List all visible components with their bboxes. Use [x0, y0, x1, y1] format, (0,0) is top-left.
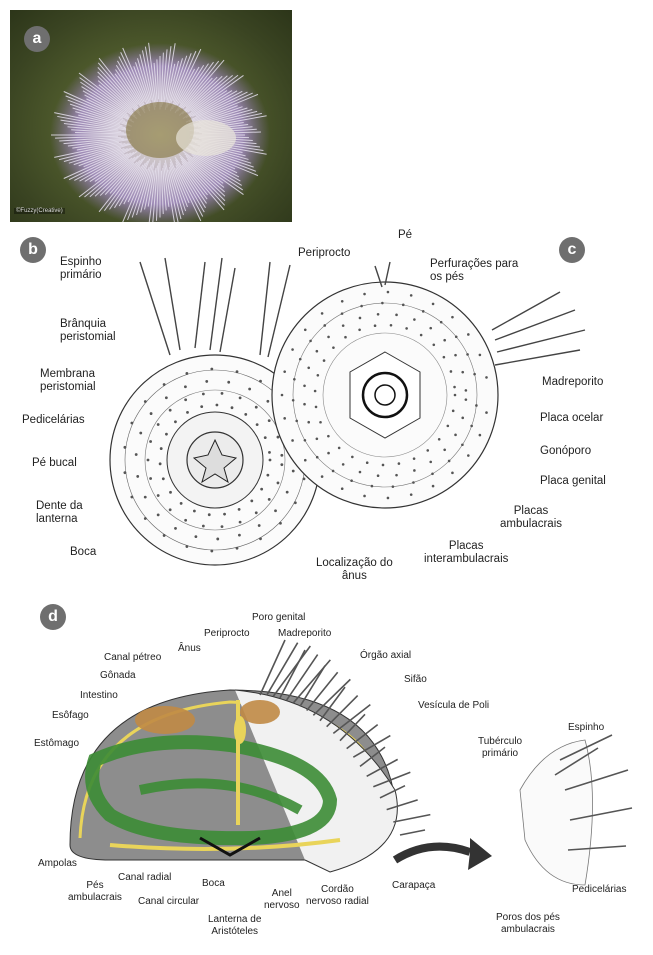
- label-espinho-primario: Espinho primário: [60, 256, 102, 281]
- label-gonoporo: Gonóporo: [540, 445, 592, 457]
- photo-credit: ©Fuzzy(Creative): [14, 208, 65, 214]
- internal-anatomy-drawing: [69, 639, 633, 886]
- label-pes-ambulacrais: Pés ambulacrais: [68, 880, 122, 903]
- label-periprocto-d: Periprocto: [204, 628, 250, 639]
- label-dente-lanterna: Dente da lanterna: [36, 500, 83, 525]
- label-canal-radial: Canal radial: [118, 872, 172, 883]
- label-madreporito-c: Madreporito: [542, 376, 604, 388]
- label-boca-d: Boca: [202, 878, 225, 889]
- label-tuberculo: Tubérculo primário: [478, 736, 523, 759]
- label-ampolas: Ampolas: [38, 858, 77, 869]
- label-canal-circular: Canal circular: [138, 896, 200, 907]
- label-perfuracoes: Perfurações para os pés: [430, 258, 519, 283]
- label-estomago: Estômago: [34, 738, 80, 749]
- panel-label-b: b: [20, 237, 46, 263]
- label-canal-petreo: Canal pétreo: [104, 652, 162, 663]
- label-poros-pes: Poros dos pés ambulacrais: [496, 912, 560, 935]
- sea-urchin-photo: [10, 10, 292, 222]
- aboral-view-drawing: [271, 261, 586, 509]
- label-espinho: Espinho: [568, 722, 605, 733]
- label-placa-ocelar: Placa ocelar: [540, 412, 604, 424]
- label-madreporito-d: Madreporito: [278, 628, 332, 639]
- label-placa-genital: Placa genital: [540, 475, 606, 487]
- label-orgao-axial: Órgão axial: [360, 650, 412, 661]
- label-anus: Ânus: [178, 643, 201, 654]
- label-pedicelarias-d: Pedicelárias: [572, 884, 627, 895]
- label-poro-genital: Poro genital: [252, 612, 306, 623]
- label-placas-ambulacrais: Placas ambulacrais: [500, 505, 562, 530]
- panel-label-c: c: [559, 237, 585, 263]
- label-cordao-nervoso: Cordão nervoso radial: [306, 884, 369, 907]
- label-esofago: Esôfago: [52, 710, 89, 721]
- panel-label-d: d: [40, 604, 66, 630]
- label-placas-interambulacrais: Placas interambulacrais: [424, 540, 509, 565]
- label-localizacao-anus: Localização do ânus: [316, 557, 393, 582]
- label-carapaca: Carapaça: [392, 880, 436, 891]
- label-periprocto-b: Periprocto: [298, 247, 351, 259]
- label-membrana-peristomial: Membrana peristomial: [40, 368, 96, 393]
- label-branquia-peristomial: Brânquia peristomial: [60, 318, 116, 343]
- label-pe-bucal: Pé bucal: [32, 457, 77, 469]
- label-lanterna: Lanterna de Aristóteles: [208, 914, 262, 937]
- label-gonada: Gônada: [100, 670, 136, 681]
- label-vesicula-poli: Vesícula de Poli: [418, 700, 490, 711]
- label-sifao: Sifão: [404, 674, 427, 685]
- label-boca-b: Boca: [70, 546, 97, 558]
- label-intestino: Intestino: [80, 690, 118, 701]
- label-pe: Pé: [398, 229, 413, 241]
- label-anel-nervoso: Anel nervoso: [264, 888, 300, 911]
- label-pedicelarias-b: Pedicelárias: [22, 414, 85, 426]
- oral-view-drawing: [109, 257, 321, 566]
- sea-urchin-photo-art: [50, 42, 270, 222]
- panel-label-a: a: [24, 26, 50, 52]
